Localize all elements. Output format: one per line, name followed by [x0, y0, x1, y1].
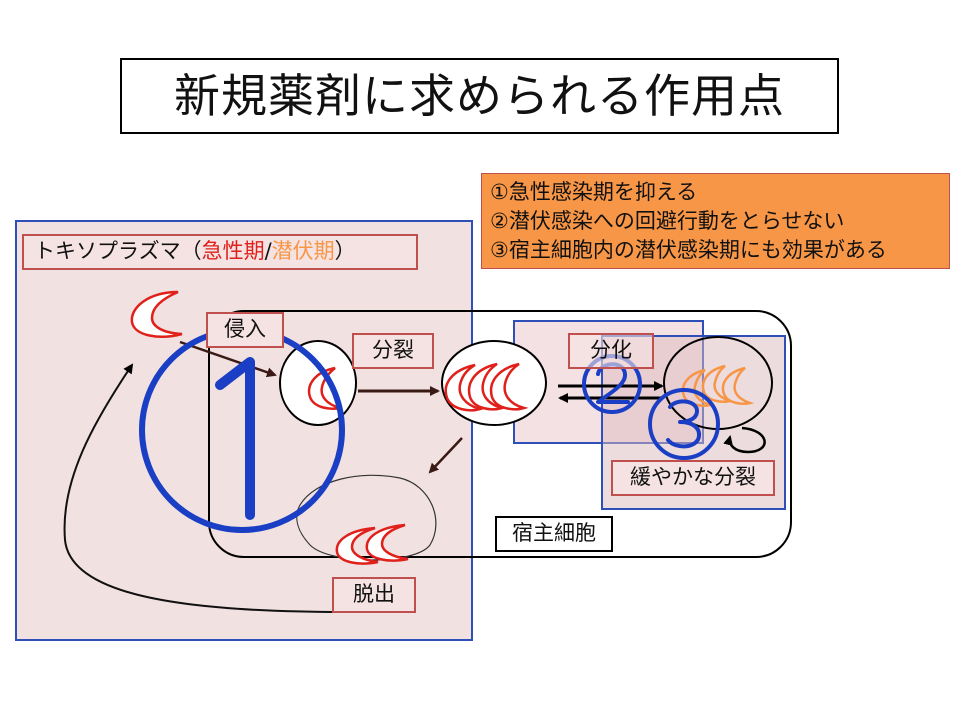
label-differentiation: 分化: [568, 333, 654, 369]
arrow-reinfection: [63, 363, 346, 613]
label-egress: 脱出: [332, 577, 416, 613]
marker-3: [648, 388, 720, 460]
parasite-egress: [335, 523, 409, 565]
goal-1: ①急性感染期を抑える: [490, 180, 698, 204]
latent-phase-text: 潜伏期: [271, 239, 335, 263]
label-slow-division: 緩やかな分裂: [611, 460, 775, 496]
parasite-cell-2: [444, 362, 529, 412]
goal-3: ③宿主細胞内の潜伏感染期にも効果がある: [490, 238, 887, 262]
label-invasion: 侵入: [206, 312, 284, 348]
label-division: 分裂: [352, 333, 434, 369]
arrow-slow-division: [723, 426, 766, 454]
acute-phase-text: 急性期: [201, 239, 265, 263]
cyst-outline: [296, 474, 437, 561]
bradyzoites: [681, 364, 755, 407]
page-title: 新規薬剤に求められる作用点: [120, 58, 839, 134]
goals-box: ①急性感染期を抑える ②潜伏感染への回避行動をとらせない ③宿主細胞内の潜伏感染…: [481, 173, 950, 269]
toxoplasma-label: トキソプラズマ（急性期/潜伏期）: [22, 234, 418, 270]
arrow-to-cyst: [428, 437, 463, 474]
label-host-cell: 宿主細胞: [495, 516, 613, 552]
arrow-invasion: [179, 340, 277, 378]
host-cell-outline: [208, 310, 792, 558]
marker-1: [139, 327, 345, 533]
goal-2: ②潜伏感染への回避行動をとらせない: [490, 209, 845, 233]
parasite-free: [130, 290, 183, 338]
